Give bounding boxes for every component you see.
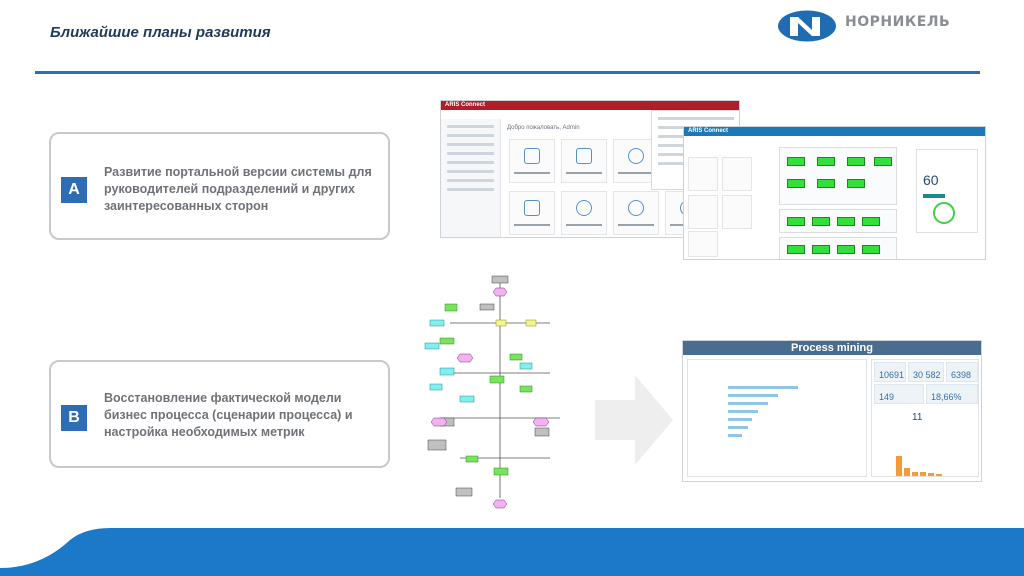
pm-histogram-bar [928,473,934,476]
pm-histogram-bar [896,456,902,476]
pm-mid-value: 11 [912,412,923,423]
pm-stat: 149 [874,384,924,404]
dashboard-tile [722,157,752,191]
pm-histogram-bar [912,472,918,476]
pm-stat-value: 18,66% [931,392,962,402]
portal-tile [561,191,607,235]
dashboard-topbar: ARIS Connect [684,127,985,136]
dashboard-tile [722,195,752,229]
user-chat-icon [576,200,592,216]
process-step [874,157,892,166]
dashboard-tile [688,231,718,257]
nornickel-logo-icon [778,10,836,42]
portal-tile [509,191,555,235]
portal-greeting: Добро пожаловать, Admin [507,125,580,131]
process-step [787,217,805,226]
process-step [812,245,830,254]
process-step [862,245,880,254]
badge-a: A [61,177,87,203]
page-title: Ближайшие планы развития [50,24,271,41]
document-icon [524,148,540,164]
plan-b-text: Восстановление фактической модели бизнес… [104,391,353,439]
pm-stat: 6398 [946,362,978,382]
portal-sidebar [441,119,501,237]
process-step [837,217,855,226]
kpi-value: 60 [923,172,939,188]
pm-stat: 30 582 [908,362,944,382]
pm-stat-value: 149 [879,392,895,402]
logo-text: НОРНИКЕЛЬ [845,14,951,30]
process-flow-diagram [424,275,560,509]
portal-brand: ARIS Connect [445,102,486,108]
plan-a-text: Развитие портальной версии системы для р… [104,165,372,213]
chat-icon [628,200,644,216]
dashboard-brand: ARIS Connect [688,128,729,134]
plan-card-a: A Развитие портальной версии системы для… [49,132,390,240]
badge-b: B [61,405,87,431]
process-step [817,179,835,188]
dashboard-tile [688,157,718,191]
pm-stat-value: 10691 [879,370,905,380]
dashboard-tile [688,195,718,229]
pm-stat-value: 30 582 [913,370,941,380]
process-step [862,217,880,226]
process-step [837,245,855,254]
portal-topbar: ARIS Connect [441,101,739,110]
title-divider [35,71,980,74]
process-step [787,157,805,166]
pm-stats-panel: 10691 30 582 6398 149 18,66% 11 [871,359,979,477]
monitor-icon [524,200,540,216]
pm-histogram-bar [920,472,926,476]
pm-variants-panel [687,359,867,477]
process-step [787,245,805,254]
dashboard-screenshot: ARIS Connect 60 [683,126,986,260]
portal-tile [561,139,607,183]
process-step [812,217,830,226]
plan-card-b: B Восстановление фактической модели бизн… [49,360,390,468]
process-step [847,179,865,188]
pm-stat: 10691 [874,362,906,382]
kpi-progress [923,194,945,198]
pm-histogram-bar [936,474,942,476]
footer-band [0,528,1024,576]
portal-tile [613,191,659,235]
process-lane [779,147,897,205]
company-logo: НОРНИКЕЛЬ [777,10,977,44]
smiley-icon [933,202,955,224]
pm-histogram-bar [904,468,910,476]
pm-stat: 18,66% [926,384,978,404]
process-step [787,179,805,188]
pm-stat-value: 6398 [951,370,972,380]
right-arrow-icon [595,375,673,465]
process-mining-title: Process mining [683,341,981,355]
process-step [847,157,865,166]
approval-icon [576,148,592,164]
process-step [817,157,835,166]
kpi-widget: 60 [916,149,978,233]
portal-tile [509,139,555,183]
process-mining-screenshot: Process mining 10691 30 582 6398 149 18,… [682,340,982,482]
search-icon [628,148,644,164]
